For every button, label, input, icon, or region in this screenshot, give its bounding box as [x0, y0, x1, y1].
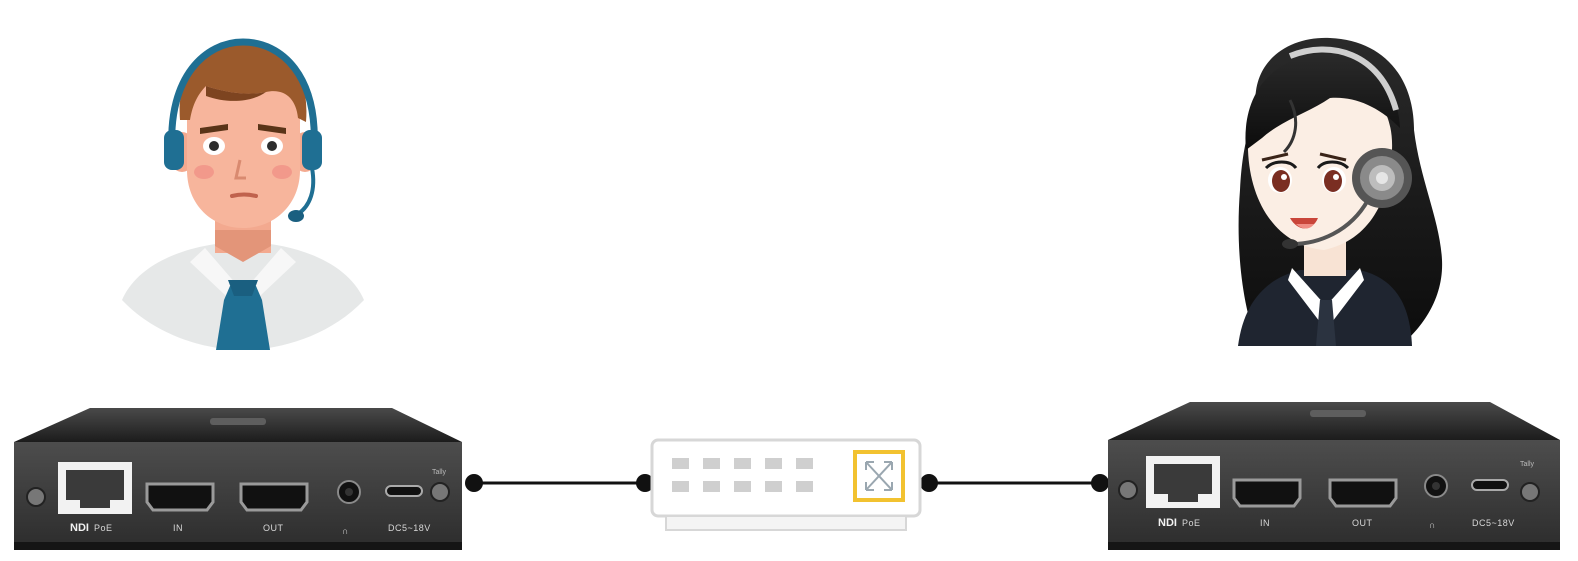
cable-right-end-a [920, 474, 938, 492]
hdmi-in-label: IN [1260, 518, 1270, 528]
screw-right [430, 482, 450, 502]
switch-ports [672, 458, 813, 492]
poe-label: PoE [1182, 518, 1201, 528]
screw-right [1520, 482, 1540, 502]
dc-label: DC5~18V [388, 523, 431, 533]
hdmi-out-port-icon [239, 482, 309, 512]
cable-left-end-b [636, 474, 654, 492]
screw-left [1118, 480, 1138, 500]
poe-label: PoE [94, 523, 113, 533]
hdmi-in-port-icon [145, 482, 215, 512]
device-logo [210, 418, 266, 425]
headphone-icon: ∩ [1429, 520, 1436, 530]
hdmi-out-port-icon [1328, 478, 1398, 508]
usb-c-port-icon [1471, 479, 1509, 491]
screw-left [26, 487, 46, 507]
crossed-arrows-icon [865, 461, 893, 491]
tally-label: Tally [1520, 461, 1535, 468]
hdmi-in-port-icon [1232, 478, 1302, 508]
tally-label: Tally [432, 469, 447, 476]
ndi-label: NDI [70, 522, 89, 534]
hdmi-in-label: IN [173, 523, 183, 533]
device-logo [1310, 410, 1366, 417]
dc-label: DC5~18V [1472, 518, 1515, 528]
cable-left-end-a [465, 474, 483, 492]
hdmi-out-label: OUT [1352, 518, 1373, 528]
right-ndi-device: NDI PoE IN OUT ∩ DC5~18V Tally [1108, 402, 1560, 550]
hdmi-out-label: OUT [263, 523, 284, 533]
network-switch-icon [650, 438, 922, 531]
ndi-label: NDI [1158, 517, 1177, 529]
left-ndi-device: NDI PoE IN OUT ∩ DC5~18V Tally [14, 408, 462, 550]
usb-c-port-icon [385, 485, 423, 497]
female-operator-headset-icon [1238, 37, 1443, 347]
headphone-icon: ∩ [342, 526, 349, 536]
male-operator-headset-icon [122, 38, 364, 350]
network-cables [465, 474, 1109, 492]
cable-right-end-b [1091, 474, 1109, 492]
